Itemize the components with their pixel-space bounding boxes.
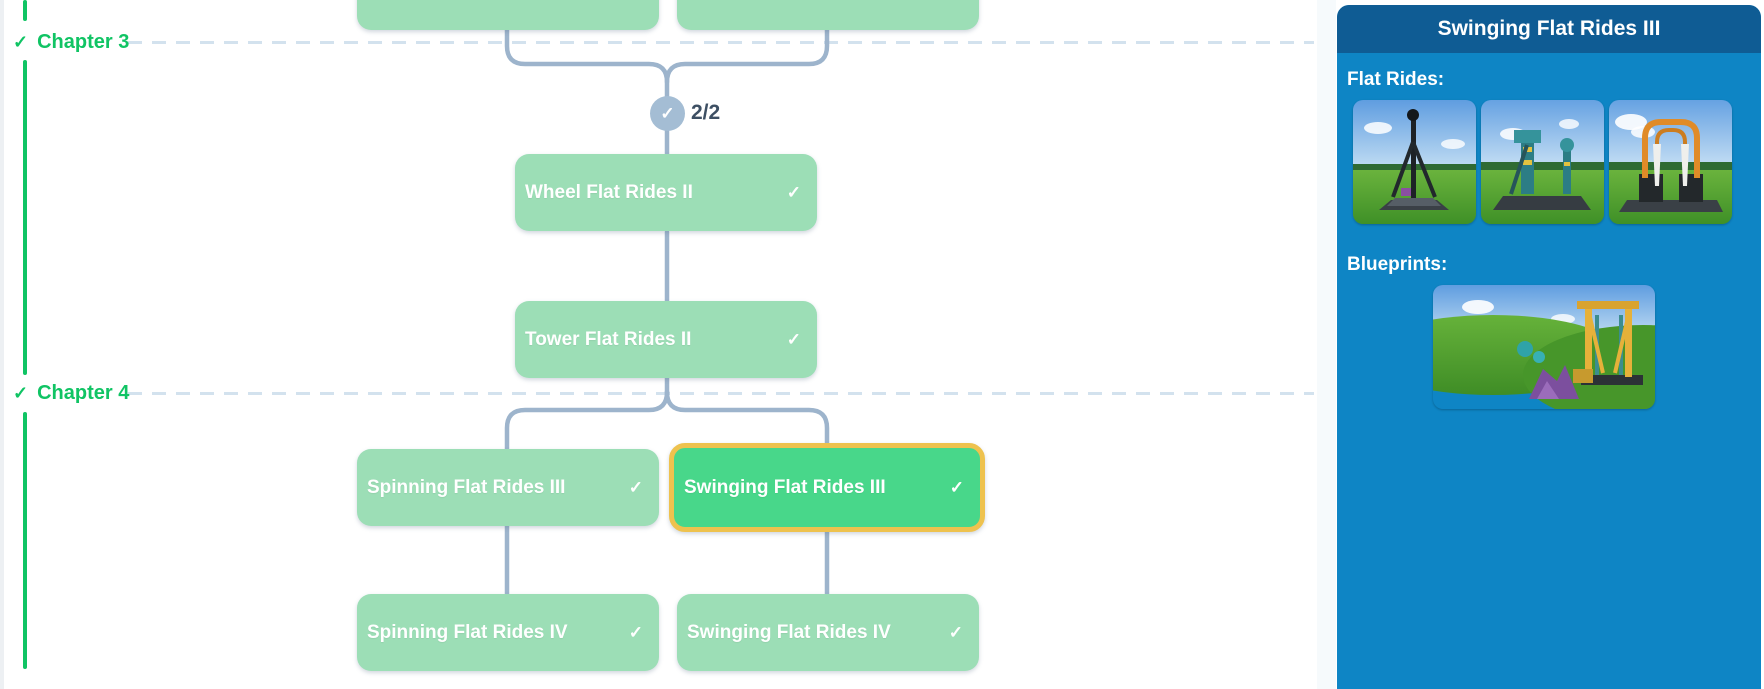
- node-label: Wheel Flat Rides II: [525, 181, 693, 203]
- chapter-complete-check-icon: ✓: [13, 383, 29, 403]
- tree-node-spinning-flat-rides-4[interactable]: Spinning Flat Rides IV ✓: [357, 594, 659, 671]
- orange-swing-ride-thumbnail[interactable]: [1609, 100, 1732, 224]
- chapter-3-header: ✓ Chapter 3: [13, 31, 129, 54]
- chapter-4-progress-line: [23, 412, 27, 669]
- tree-node-wheel-flat-rides-2[interactable]: Wheel Flat Rides II ✓: [515, 154, 817, 231]
- chapter-3-progress-line: [23, 60, 27, 375]
- check-icon: ✓: [949, 477, 964, 497]
- chapter-4-header: ✓ Chapter 4: [13, 382, 129, 405]
- node-detail-panel: Swinging Flat Rides III Flat Rides:: [1337, 5, 1761, 689]
- tree-scrollbar-track[interactable]: [1317, 0, 1336, 689]
- node-label: Tower Flat Rides II: [525, 328, 692, 350]
- chapter-4-label: Chapter 4: [37, 382, 130, 404]
- flat-rides-thumbnails: [1353, 100, 1761, 224]
- tree-node-spinning-flat-rides-3[interactable]: Spinning Flat Rides III ✓: [357, 449, 659, 526]
- chapter-3-divider: [128, 41, 1314, 44]
- check-icon: ✓: [786, 182, 801, 202]
- prerequisite-complete-badge: ✓: [650, 96, 685, 131]
- tree-node-swinging-flat-rides-3-selected[interactable]: Swinging Flat Rides III ✓: [669, 443, 985, 532]
- flat-rides-section-label: Flat Rides:: [1347, 69, 1445, 90]
- chapter-2-progress-line: [23, 0, 27, 21]
- tree-node-top-left-partial[interactable]: [357, 0, 659, 30]
- check-icon: ✓: [660, 103, 675, 123]
- tree-node-tower-flat-rides-2[interactable]: Tower Flat Rides II ✓: [515, 301, 817, 378]
- drop-tower-ride-thumbnail[interactable]: [1353, 100, 1476, 224]
- node-label: Swinging Flat Rides IV: [687, 621, 891, 643]
- check-icon: ✓: [786, 329, 801, 349]
- blueprints-section-label: Blueprints:: [1347, 254, 1448, 275]
- tree-node-swinging-flat-rides-4[interactable]: Swinging Flat Rides IV ✓: [677, 594, 979, 671]
- detail-panel-header: Swinging Flat Rides III: [1337, 5, 1761, 53]
- detail-panel-title: Swinging Flat Rides III: [1437, 17, 1661, 40]
- node-label: Spinning Flat Rides III: [367, 476, 566, 498]
- tree-node-top-right-partial[interactable]: [677, 0, 979, 30]
- chapter-3-label: Chapter 3: [37, 31, 130, 53]
- check-icon: ✓: [948, 622, 963, 642]
- left-edge-strip: [0, 0, 4, 689]
- chapter-complete-check-icon: ✓: [13, 32, 29, 52]
- blueprint-thumbnail[interactable]: [1433, 285, 1655, 409]
- check-icon: ✓: [628, 622, 643, 642]
- check-icon: ✓: [628, 477, 643, 497]
- node-label: Swinging Flat Rides III: [684, 476, 886, 498]
- chapter-4-divider: [128, 392, 1314, 395]
- twin-tower-ride-thumbnail[interactable]: [1481, 100, 1604, 224]
- node-label: Spinning Flat Rides IV: [367, 621, 568, 643]
- prerequisite-count: 2/2: [691, 101, 721, 124]
